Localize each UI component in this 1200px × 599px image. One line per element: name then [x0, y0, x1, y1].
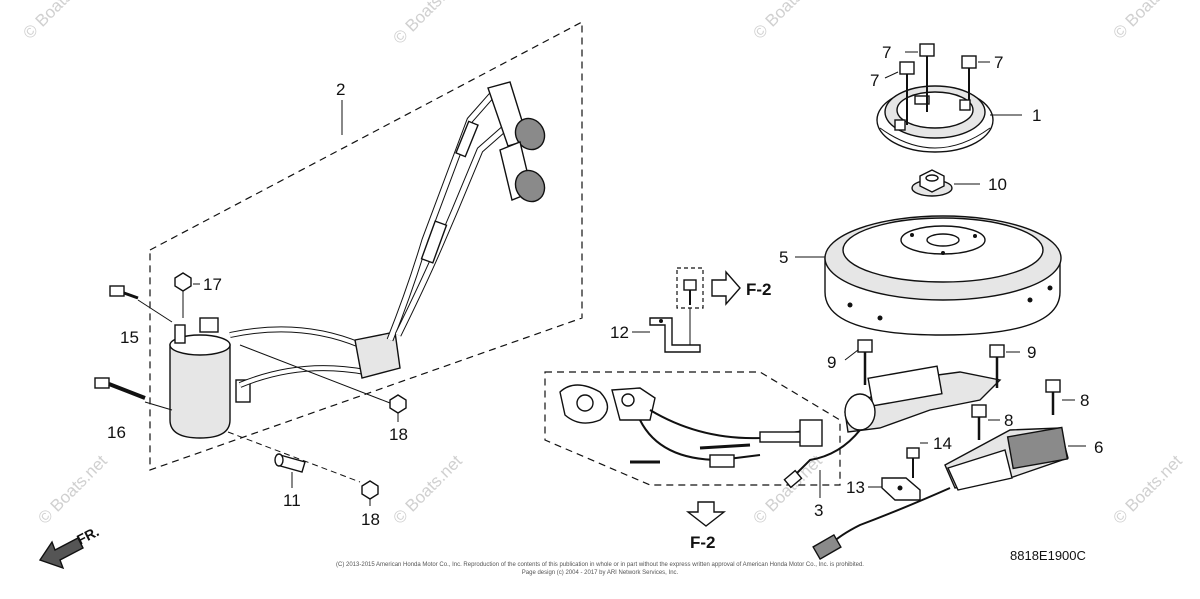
- nut-18-upper-part[interactable]: [389, 394, 407, 414]
- leader-line: [239, 344, 391, 404]
- copyright-line-1: (C) 2013-2015 American Honda Motor Co., …: [336, 562, 864, 568]
- bolt-8-upper-part[interactable]: [1045, 379, 1061, 415]
- callout-18-lower[interactable]: 18: [361, 510, 380, 529]
- f2-reference-down-label[interactable]: F-2: [690, 533, 716, 552]
- reference-arrow-down-icon: [685, 501, 727, 527]
- f2-reference-right-label[interactable]: F-2: [746, 280, 772, 299]
- watermark: © Boats.net: [389, 451, 466, 528]
- callout-9-left[interactable]: 9: [827, 353, 836, 372]
- reference-arrow-right-icon: [711, 270, 741, 306]
- callout-7-left[interactable]: 7: [870, 71, 879, 90]
- bolt-7-left-part[interactable]: [899, 61, 915, 125]
- callout-13[interactable]: 13: [846, 478, 865, 497]
- watermark: © Boats.net: [749, 0, 826, 43]
- collar-11-part[interactable]: [274, 453, 306, 473]
- leader-line: [227, 431, 361, 483]
- callout-18-upper[interactable]: 18: [389, 425, 408, 444]
- callout-14[interactable]: 14: [933, 434, 952, 453]
- bolt-7-center-part[interactable]: [919, 43, 935, 112]
- callout-6[interactable]: 6: [1094, 438, 1103, 457]
- clamp-13-part[interactable]: [881, 477, 921, 501]
- callout-9-right[interactable]: 9: [1027, 343, 1036, 362]
- callout-7-right[interactable]: 7: [994, 53, 1003, 72]
- nut-17-part[interactable]: [174, 272, 192, 292]
- leader-line: [844, 349, 859, 361]
- harness-dashed-outline: [544, 371, 841, 486]
- bolt-15-part[interactable]: [109, 285, 139, 300]
- callout-12[interactable]: 12: [610, 323, 629, 342]
- bolt-7-right-part[interactable]: [961, 55, 977, 100]
- bolt-9-right-part[interactable]: [989, 344, 1005, 388]
- bolt-14-part[interactable]: [906, 447, 920, 478]
- diagram-code: 8818E1900C: [1010, 548, 1086, 563]
- callout-7-center[interactable]: 7: [882, 43, 891, 62]
- callout-1[interactable]: 1: [1032, 106, 1041, 125]
- callout-10[interactable]: 10: [988, 175, 1007, 194]
- leader-line: [144, 401, 173, 411]
- front-direction-arrow: FR.: [38, 523, 101, 570]
- watermark: © Boats.net: [19, 0, 96, 43]
- watermark: © Boats.net: [1109, 451, 1186, 528]
- callout-16[interactable]: 16: [107, 423, 126, 442]
- flange-nut-10-part[interactable]: [911, 169, 953, 197]
- bolt-8-lower-part[interactable]: [971, 404, 987, 440]
- watermark: © Boats.net: [34, 451, 111, 528]
- callout-3[interactable]: 3: [814, 501, 823, 520]
- starter-pulley-part[interactable]: [876, 85, 994, 153]
- leader-line: [884, 71, 899, 79]
- watermark: © Boats.net: [389, 0, 466, 48]
- pulser-coil-part[interactable]: [783, 365, 1002, 489]
- leader-line: [137, 299, 173, 323]
- watermark: © Boats.net: [1109, 0, 1186, 43]
- callout-8-lower[interactable]: 8: [1004, 411, 1013, 430]
- bolt-16-part[interactable]: [94, 377, 146, 400]
- copyright-line-2: Page design (c) 2004 - 2017 by ARI Netwo…: [522, 570, 679, 576]
- callout-17[interactable]: 17: [203, 275, 222, 294]
- ignition-coil-part[interactable]: [169, 81, 550, 439]
- bolt-f2-part[interactable]: [683, 279, 697, 305]
- callout-5[interactable]: 5: [779, 248, 788, 267]
- coil-assembly-dashed-outline: [149, 21, 583, 471]
- callout-11[interactable]: 11: [283, 491, 301, 510]
- bolt-9-left-part[interactable]: [857, 339, 873, 385]
- callout-2[interactable]: 2: [336, 80, 345, 99]
- callout-15[interactable]: 15: [120, 328, 139, 347]
- nut-18-lower-part[interactable]: [361, 480, 379, 500]
- bracket-12-part[interactable]: [649, 317, 701, 353]
- callout-8-upper[interactable]: 8: [1080, 391, 1089, 410]
- wire-harness-part[interactable]: [559, 384, 823, 468]
- flywheel-part[interactable]: [824, 215, 1062, 336]
- exciter-coil-part[interactable]: [812, 426, 1069, 561]
